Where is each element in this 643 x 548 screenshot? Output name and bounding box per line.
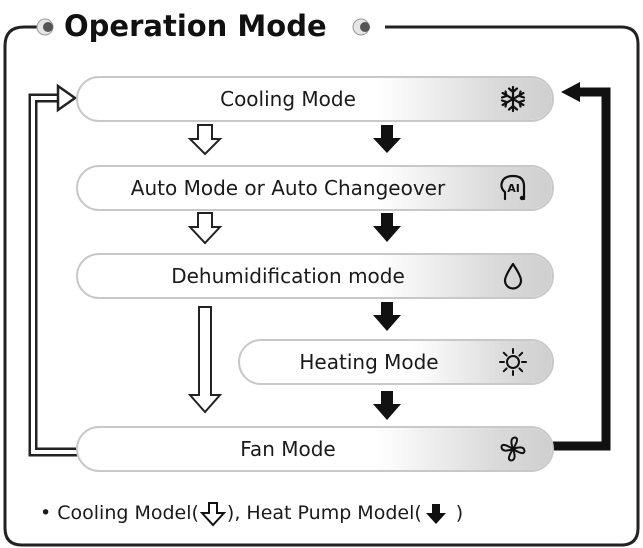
mode-heating: Heating Mode <box>238 339 554 385</box>
cooling-arrow-long <box>187 306 223 414</box>
title-bullet-right <box>352 18 370 36</box>
cooling-arrow-1 <box>187 124 223 156</box>
mode-fan: Fan Mode <box>76 426 554 472</box>
mode-fan-label: Fan Mode <box>240 437 336 461</box>
return-loop-left-head <box>56 83 78 113</box>
heatpump-arrow-1 <box>373 125 401 153</box>
mode-auto: Auto Mode or Auto Changeover AI <box>76 165 554 211</box>
page-title: Operation Mode <box>64 9 327 43</box>
heatpump-arrow-2 <box>373 213 401 242</box>
legend-prefix: • Cooling Model( <box>40 502 199 524</box>
title-bullet-left <box>36 18 54 36</box>
water-drop-icon <box>503 262 523 290</box>
return-loop-right <box>553 87 611 451</box>
legend-middle: ), Heat Pump Model( <box>226 502 422 524</box>
legend-suffix: ) <box>449 502 464 524</box>
return-loop-left <box>28 93 80 457</box>
hollow-down-arrow-icon <box>199 501 226 526</box>
solid-down-arrow-icon <box>425 503 446 524</box>
mode-cooling: Cooling Mode <box>76 76 554 122</box>
mode-cooling-label: Cooling Mode <box>220 87 356 111</box>
heatpump-arrow-4 <box>373 391 401 420</box>
sun-icon <box>499 348 527 376</box>
heatpump-arrow-3 <box>373 302 401 331</box>
mode-heating-label: Heating Mode <box>299 350 439 374</box>
fan-icon <box>500 436 526 462</box>
mode-auto-label: Auto Mode or Auto Changeover <box>130 176 446 200</box>
snowflake-icon <box>500 85 526 113</box>
cooling-arrow-2 <box>187 212 223 245</box>
mode-dehumidification: Dehumidification mode <box>76 253 554 299</box>
legend-footnote: • Cooling Model( ), Heat Pump Model( ) <box>40 496 463 530</box>
ai-icon: AI <box>500 174 526 201</box>
return-loop-right-head <box>561 82 580 102</box>
ai-icon-text: AI <box>507 182 520 195</box>
mode-dehumidification-label: Dehumidification mode <box>171 264 405 288</box>
